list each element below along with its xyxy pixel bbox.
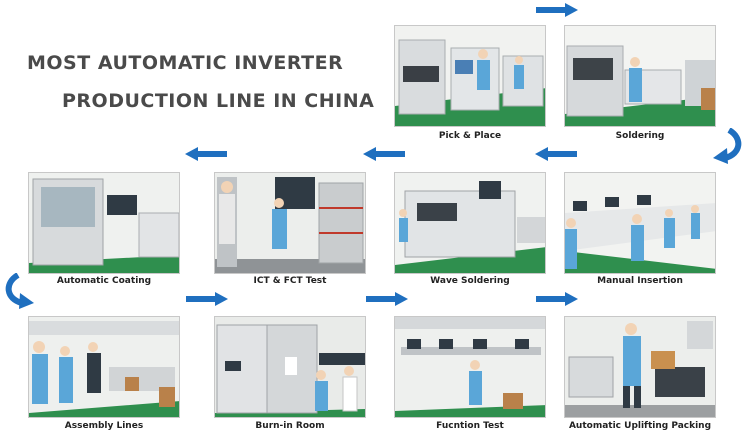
- arrow-right-icon: [536, 292, 578, 306]
- caption-burn-in-room: Burn-in Room: [255, 421, 325, 431]
- caption-ict-fct-test: ICT & FCT Test: [253, 276, 327, 286]
- arrow-left-icon: [363, 147, 405, 161]
- caption-manual-insertion: Manual Insertion: [597, 276, 683, 286]
- headline-line-2: PRODUCTION LINE IN CHINA: [62, 90, 375, 112]
- arrow-left-icon: [185, 147, 227, 161]
- caption-wave-soldering: Wave Soldering: [430, 276, 510, 286]
- caption-function-test: Fucntion Test: [436, 421, 504, 431]
- arrow-right-icon: [536, 3, 578, 17]
- photo-function-test: [394, 316, 546, 418]
- caption-automatic-coating: Automatic Coating: [56, 276, 152, 286]
- photo-automatic-coating: [28, 172, 180, 274]
- photo-ict-fct-test: [214, 172, 366, 274]
- caption-assembly-lines: Assembly Lines: [64, 421, 144, 431]
- headline-line-1: MOST AUTOMATIC INVERTER: [27, 52, 344, 74]
- caption-soldering: Soldering: [615, 131, 665, 141]
- caption-automatic-uplifting-packing: Automatic Uplifting Packing: [568, 421, 712, 431]
- photo-wave-soldering: [394, 172, 546, 274]
- caption-pick-and-place: Pick & Place: [438, 131, 502, 141]
- photo-pick-and-place: [394, 25, 546, 127]
- curved-arrow-down-right-icon: [4, 273, 34, 309]
- photo-manual-insertion: [564, 172, 716, 274]
- curved-arrow-down-left-icon: [713, 128, 743, 164]
- photo-soldering: [564, 25, 716, 127]
- photo-assembly-lines: [28, 316, 180, 418]
- photo-burn-in-room: [214, 316, 366, 418]
- arrow-left-icon: [535, 147, 577, 161]
- photo-automatic-uplifting-packing: [564, 316, 716, 418]
- arrow-right-icon: [186, 292, 228, 306]
- arrow-right-icon: [366, 292, 408, 306]
